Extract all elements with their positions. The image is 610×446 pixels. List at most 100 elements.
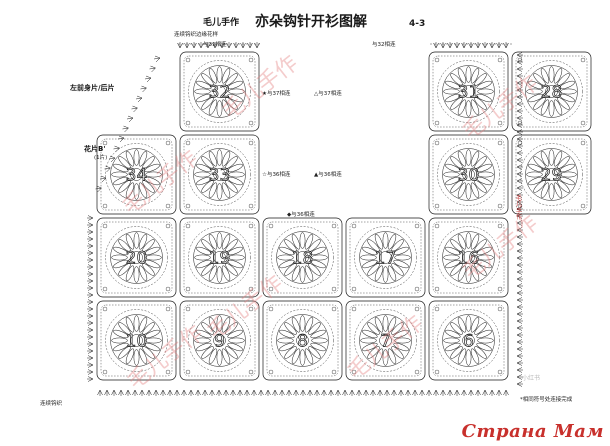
motif-number: 20	[126, 249, 148, 269]
edge-shell	[489, 389, 495, 396]
motif-square	[262, 300, 343, 381]
edge-shell	[516, 108, 523, 114]
motif-number: 6	[463, 332, 474, 352]
solid-star-icon: ★	[262, 91, 267, 97]
motif-number: 19	[209, 249, 231, 269]
edge-shell	[209, 389, 215, 396]
join-note-4: ▲与36相连	[314, 172, 342, 178]
edge-shell	[87, 222, 94, 228]
edge-shell	[111, 389, 117, 396]
edge-shell	[153, 389, 159, 396]
edge-shell	[516, 94, 523, 100]
edge-shell	[87, 334, 94, 340]
edge-shell	[117, 135, 125, 143]
edge-shell	[265, 389, 271, 396]
edge-shell	[516, 248, 523, 254]
edge-shell	[516, 276, 523, 282]
edge-shell	[104, 389, 110, 396]
edge-shell	[87, 236, 94, 242]
edge-shell	[139, 389, 145, 396]
edge-shell	[223, 389, 229, 396]
edge-shell	[377, 389, 383, 396]
edge-shell	[87, 257, 94, 263]
edge-shell	[516, 255, 523, 261]
site-logo: Страна Мам	[461, 421, 604, 442]
edge-shell	[468, 42, 474, 49]
left-panel-label: 左前身片/后片	[70, 84, 115, 92]
edge-shell	[516, 283, 523, 289]
edge-shell	[87, 215, 94, 221]
motif-number: 34	[126, 166, 148, 186]
motif-square	[428, 134, 509, 215]
edge-shell	[87, 341, 94, 347]
edge-shell	[272, 389, 278, 396]
edge-shell	[516, 325, 523, 331]
edge-shell	[160, 389, 166, 396]
edge-shell	[335, 389, 341, 396]
edge-shell	[174, 389, 180, 396]
edge-shell	[516, 199, 523, 205]
edge-shell	[516, 129, 523, 135]
edge-shell	[496, 42, 502, 49]
edge-shell	[140, 85, 147, 93]
edge-shell	[87, 229, 94, 235]
edge-shell	[516, 269, 523, 275]
edge-shell	[516, 178, 523, 184]
edge-shell	[254, 42, 260, 49]
edge-shell	[391, 389, 397, 396]
edge-shell	[516, 297, 523, 303]
edge-shell	[516, 241, 523, 247]
edge-shell	[468, 389, 474, 396]
edge-shell	[87, 299, 94, 305]
motif-number: 31	[458, 83, 480, 103]
edge-shell	[433, 42, 439, 49]
motif-square	[345, 300, 426, 381]
edge-shell	[126, 115, 134, 123]
edge-shell	[516, 220, 523, 226]
edge-shell	[87, 243, 94, 249]
edge-shell	[363, 389, 369, 396]
edge-shell	[104, 165, 111, 173]
edge-shell	[87, 285, 94, 291]
motif-number: 17	[375, 249, 397, 269]
page-number: 4-3	[409, 19, 426, 29]
edge-shell	[516, 227, 523, 233]
edge-shell	[286, 389, 292, 396]
edge-shell	[516, 381, 523, 387]
join-note-3: ☆与36相连	[262, 172, 291, 178]
edge-shell	[300, 389, 306, 396]
edge-shell	[516, 185, 523, 191]
edge-shell	[516, 367, 523, 373]
motif-square	[179, 217, 260, 298]
edge-shell	[412, 389, 418, 396]
edge-shell	[516, 213, 523, 219]
motif-number: 33	[209, 166, 231, 186]
motif-square	[179, 134, 260, 215]
motif-square	[511, 134, 592, 215]
edge-shell	[516, 206, 523, 212]
edge-shell	[113, 145, 120, 153]
edge-shell	[489, 42, 495, 49]
motif-number: 18	[292, 249, 314, 269]
edge-shell	[87, 278, 94, 284]
edge-shell	[516, 346, 523, 352]
edge-shell	[99, 175, 107, 183]
motif-square	[96, 300, 177, 381]
edge-shell	[233, 42, 239, 49]
edge-shell	[95, 185, 102, 193]
edge-shell	[87, 327, 94, 333]
motif-square	[179, 300, 260, 381]
edge-shell	[328, 389, 334, 396]
motif-square	[96, 217, 177, 298]
edge-shell	[135, 95, 143, 103]
edge-shell	[516, 157, 523, 163]
edge-shell	[167, 389, 173, 396]
edge-shell	[87, 292, 94, 298]
edge-shell	[447, 42, 453, 49]
edge-shell	[149, 65, 156, 73]
edge-shell	[314, 389, 320, 396]
edge-shell	[503, 42, 509, 49]
edge-shell	[356, 389, 362, 396]
